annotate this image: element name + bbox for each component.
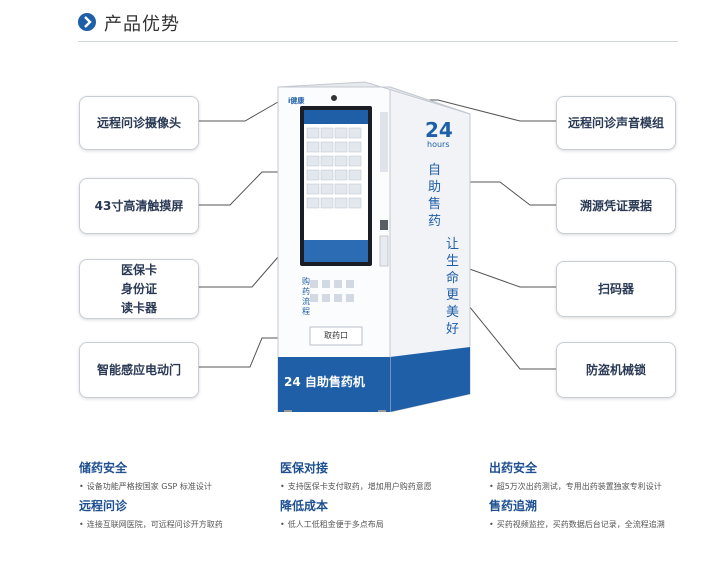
feature-title: 远程问诊 (79, 499, 128, 513)
callout-touchscreen-label: 43寸高清触摸屏 (94, 198, 184, 213)
machine-brand: i健康 (288, 97, 305, 105)
feature-storage-safety: 储药安全 设备功能严格按国家 GSP 标准设计 (79, 459, 289, 492)
callout-receipt: 溯源凭证票据 (556, 178, 676, 234)
feature-traceability: 售药追溯 买药视频监控，买药数据后台记录，全流程追溯 (489, 497, 699, 530)
callout-receipt-label: 溯源凭证票据 (579, 198, 652, 213)
callout-audio-module-label: 远程问诊声音模组 (567, 115, 664, 130)
feature-desc: 超5万次出药测试，专用出药装置独家专利设计 (489, 481, 699, 492)
callout-audio-module: 远程问诊声音模组 (556, 96, 676, 150)
feature-title: 出药安全 (489, 461, 538, 475)
feature-desc: 连接互联网医院，可远程问诊开方取药 (79, 519, 289, 530)
callout-auto-door-label: 智能感应电动门 (96, 362, 181, 377)
feature-insurance: 医保对接 支持医保卡支付取药，增加用户购药意愿 (280, 459, 490, 492)
callout-card-reader-line2: 身份证 (120, 281, 157, 296)
chevron-right-icon (78, 13, 96, 31)
callout-scanner: 扫码器 (556, 261, 676, 317)
machine-side-hours: hours (427, 140, 450, 149)
feature-desc: 支持医保卡支付取药，增加用户购药意愿 (280, 481, 490, 492)
feature-desc: 买药视频监控，买药数据后台记录，全流程追溯 (489, 519, 699, 530)
feature-lower-cost: 降低成本 低人工低租金便于多点布局 (280, 497, 490, 530)
section-header: 产品优势 (0, 0, 727, 44)
vending-machine-illustration (277, 81, 471, 412)
feature-dispense-safety: 出药安全 超5万次出药测试，专用出药装置独家专利设计 (489, 459, 699, 492)
feature-title: 医保对接 (280, 461, 329, 475)
callout-scanner-label: 扫码器 (597, 281, 634, 296)
machine-pickup-label: 取药口 (324, 331, 348, 340)
callout-touchscreen: 43寸高清触摸屏 (79, 178, 199, 234)
callout-camera-label: 远程问诊摄像头 (96, 115, 181, 130)
callout-card-reader-line1: 医保卡 (120, 262, 157, 277)
section-title: 产品优势 (104, 14, 180, 35)
feature-title: 降低成本 (280, 499, 329, 513)
machine-slogan-1: 自助售药 (428, 163, 442, 229)
feature-title: 售药追溯 (489, 499, 538, 513)
feature-title: 储药安全 (79, 461, 128, 475)
callout-lock-label: 防盗机械锁 (585, 362, 646, 377)
callout-lock: 防盗机械锁 (556, 342, 676, 398)
feature-desc: 设备功能严格按国家 GSP 标准设计 (79, 481, 289, 492)
feature-desc: 低人工低租金便于多点布局 (280, 519, 490, 530)
machine-front-vertical: 购药流程 (302, 277, 310, 316)
machine-bottom-label: 24 自助售药机 (284, 375, 365, 389)
machine-side-24: 24 (425, 118, 453, 142)
callout-camera: 远程问诊摄像头 (79, 96, 199, 150)
callout-card-reader: 医保卡 身份证 读卡器 (79, 259, 199, 319)
feature-remote-consult: 远程问诊 连接互联网医院，可远程问诊开方取药 (79, 497, 289, 530)
header-divider (78, 41, 678, 42)
machine-slogan-2: 让生命更美好 (446, 237, 460, 337)
callout-auto-door: 智能感应电动门 (79, 342, 199, 398)
callout-card-reader-line3: 读卡器 (120, 300, 157, 315)
